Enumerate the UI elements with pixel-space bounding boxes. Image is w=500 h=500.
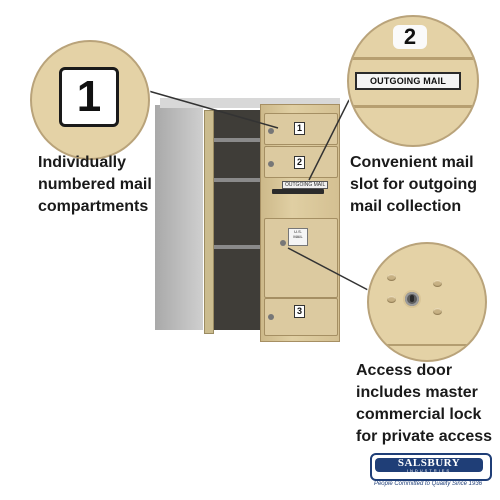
callout-numbered-compartments: Individually numbered mail compartments <box>38 152 168 218</box>
compartment-number-plate: 1 <box>59 67 119 127</box>
mailbox-side-panel <box>155 105 203 330</box>
door-lock-icon <box>268 161 274 167</box>
callout-access-door: Access door includes master commercial l… <box>356 360 496 448</box>
logo-badge: SALSBURY INDUSTRIES <box>375 457 483 473</box>
mail-number-plate: 2 <box>393 25 427 49</box>
callout-outgoing-slot: Convenient mail slot for outgoing mail c… <box>350 152 490 218</box>
zoom-compartment-number: 1 <box>30 40 150 160</box>
callout-line: mail collection <box>350 198 462 215</box>
callout-line: includes master <box>356 384 478 401</box>
open-door-edge <box>204 110 214 334</box>
door-number-1: 1 <box>294 122 305 135</box>
callout-line: for private access <box>356 428 493 445</box>
callout-line: Convenient mail <box>350 154 474 171</box>
rivet <box>387 296 396 303</box>
outgoing-mail-slot[interactable] <box>272 189 324 194</box>
callout-line: compartments <box>38 198 149 215</box>
logo-sub: INDUSTRIES <box>406 468 452 473</box>
rivet <box>433 280 442 287</box>
master-lock-icon[interactable] <box>280 240 286 246</box>
outgoing-mail-label-small: OUTGOING MAIL <box>282 181 329 189</box>
logo-tagline: People Committed to Quality Since 1936 <box>373 481 483 487</box>
callout-line: slot for outgoing <box>350 176 478 193</box>
door-seam <box>349 105 477 108</box>
outgoing-mail-label: OUTGOING MAIL <box>355 72 461 90</box>
zoom-outgoing-mail: 2 OUTGOING MAIL <box>347 15 479 147</box>
mailbox-shelf <box>204 245 260 249</box>
leader-line-compartment <box>144 89 279 129</box>
usmail-label: U.S. MAIL <box>288 228 308 246</box>
rivet <box>387 274 396 281</box>
salsbury-logo: SALSBURY INDUSTRIES <box>370 453 492 481</box>
master-lock-icon <box>405 292 419 306</box>
mailbox-shelf <box>204 138 260 142</box>
mailbox-shelf <box>204 178 260 182</box>
zoom-master-lock <box>367 242 487 362</box>
door-number-3: 3 <box>294 305 305 318</box>
door-lock-icon <box>268 128 274 134</box>
rivet <box>433 308 442 315</box>
callout-line: Individually <box>38 154 127 171</box>
mailbox-top <box>160 98 340 108</box>
door-seam <box>349 57 477 60</box>
callout-line: numbered mail <box>38 176 152 193</box>
door-number-2: 2 <box>294 156 305 169</box>
callout-line: commercial lock <box>356 406 482 423</box>
logo-name: SALSBURY <box>397 457 461 469</box>
door-lock-icon <box>268 314 274 320</box>
leader-line-lock <box>287 247 369 291</box>
door-seam <box>369 344 485 346</box>
callout-line: Access door <box>356 362 453 379</box>
